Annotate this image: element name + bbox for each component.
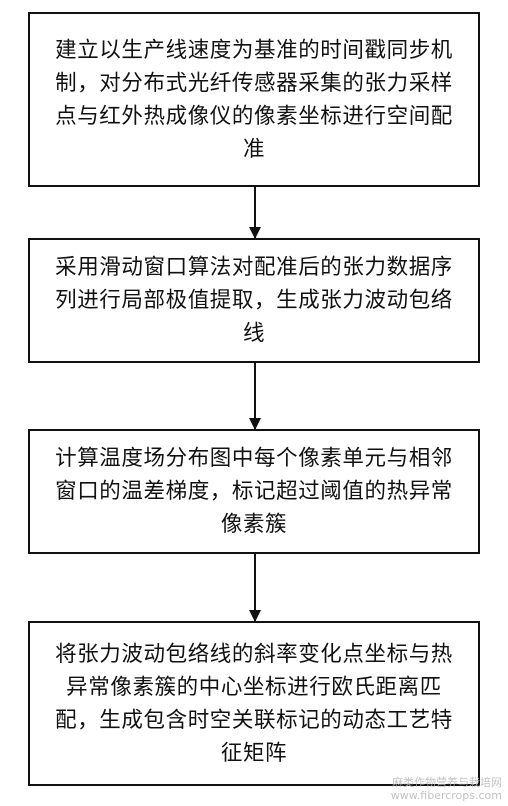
flow-arrow-2 <box>249 363 261 430</box>
flow-step-1: 建立以生产线速度为基准的时间戳同步机制，对分布式光纤传感器采集的张力采样点与红外… <box>28 12 480 187</box>
watermark-line-1: 麻类作物营养与栽培网 <box>392 776 502 789</box>
watermark: 麻类作物营养与栽培网 www.fibercrops.com <box>391 776 502 802</box>
flow-step-2-text: 采用滑动窗口算法对配准后的张力数据序列进行局部极值提取，生成张力波动包络线 <box>55 255 453 346</box>
flow-step-1-text: 建立以生产线速度为基准的时间戳同步机制，对分布式光纤传感器采集的张力采样点与红外… <box>55 37 453 162</box>
flow-step-3-text: 计算温度场分布图中每个像素单元与相邻窗口的温差梯度，标记超过阈值的热异常像素簇 <box>55 446 453 537</box>
flow-arrow-1 <box>249 187 261 239</box>
flow-arrow-3 <box>249 554 261 622</box>
flow-step-4: 将张力波动包络线的斜率变化点坐标与热异常像素簇的中心坐标进行欧氏距离匹配，生成包… <box>28 621 480 786</box>
flow-step-3: 计算温度场分布图中每个像素单元与相邻窗口的温差梯度，标记超过阈值的热异常像素簇 <box>28 429 480 554</box>
flow-step-2: 采用滑动窗口算法对配准后的张力数据序列进行局部极值提取，生成张力波动包络线 <box>28 238 480 363</box>
flow-step-4-text: 将张力波动包络线的斜率变化点坐标与热异常像素簇的中心坐标进行欧氏距离匹配，生成包… <box>55 641 453 766</box>
watermark-line-2: www.fibercrops.com <box>390 789 502 802</box>
